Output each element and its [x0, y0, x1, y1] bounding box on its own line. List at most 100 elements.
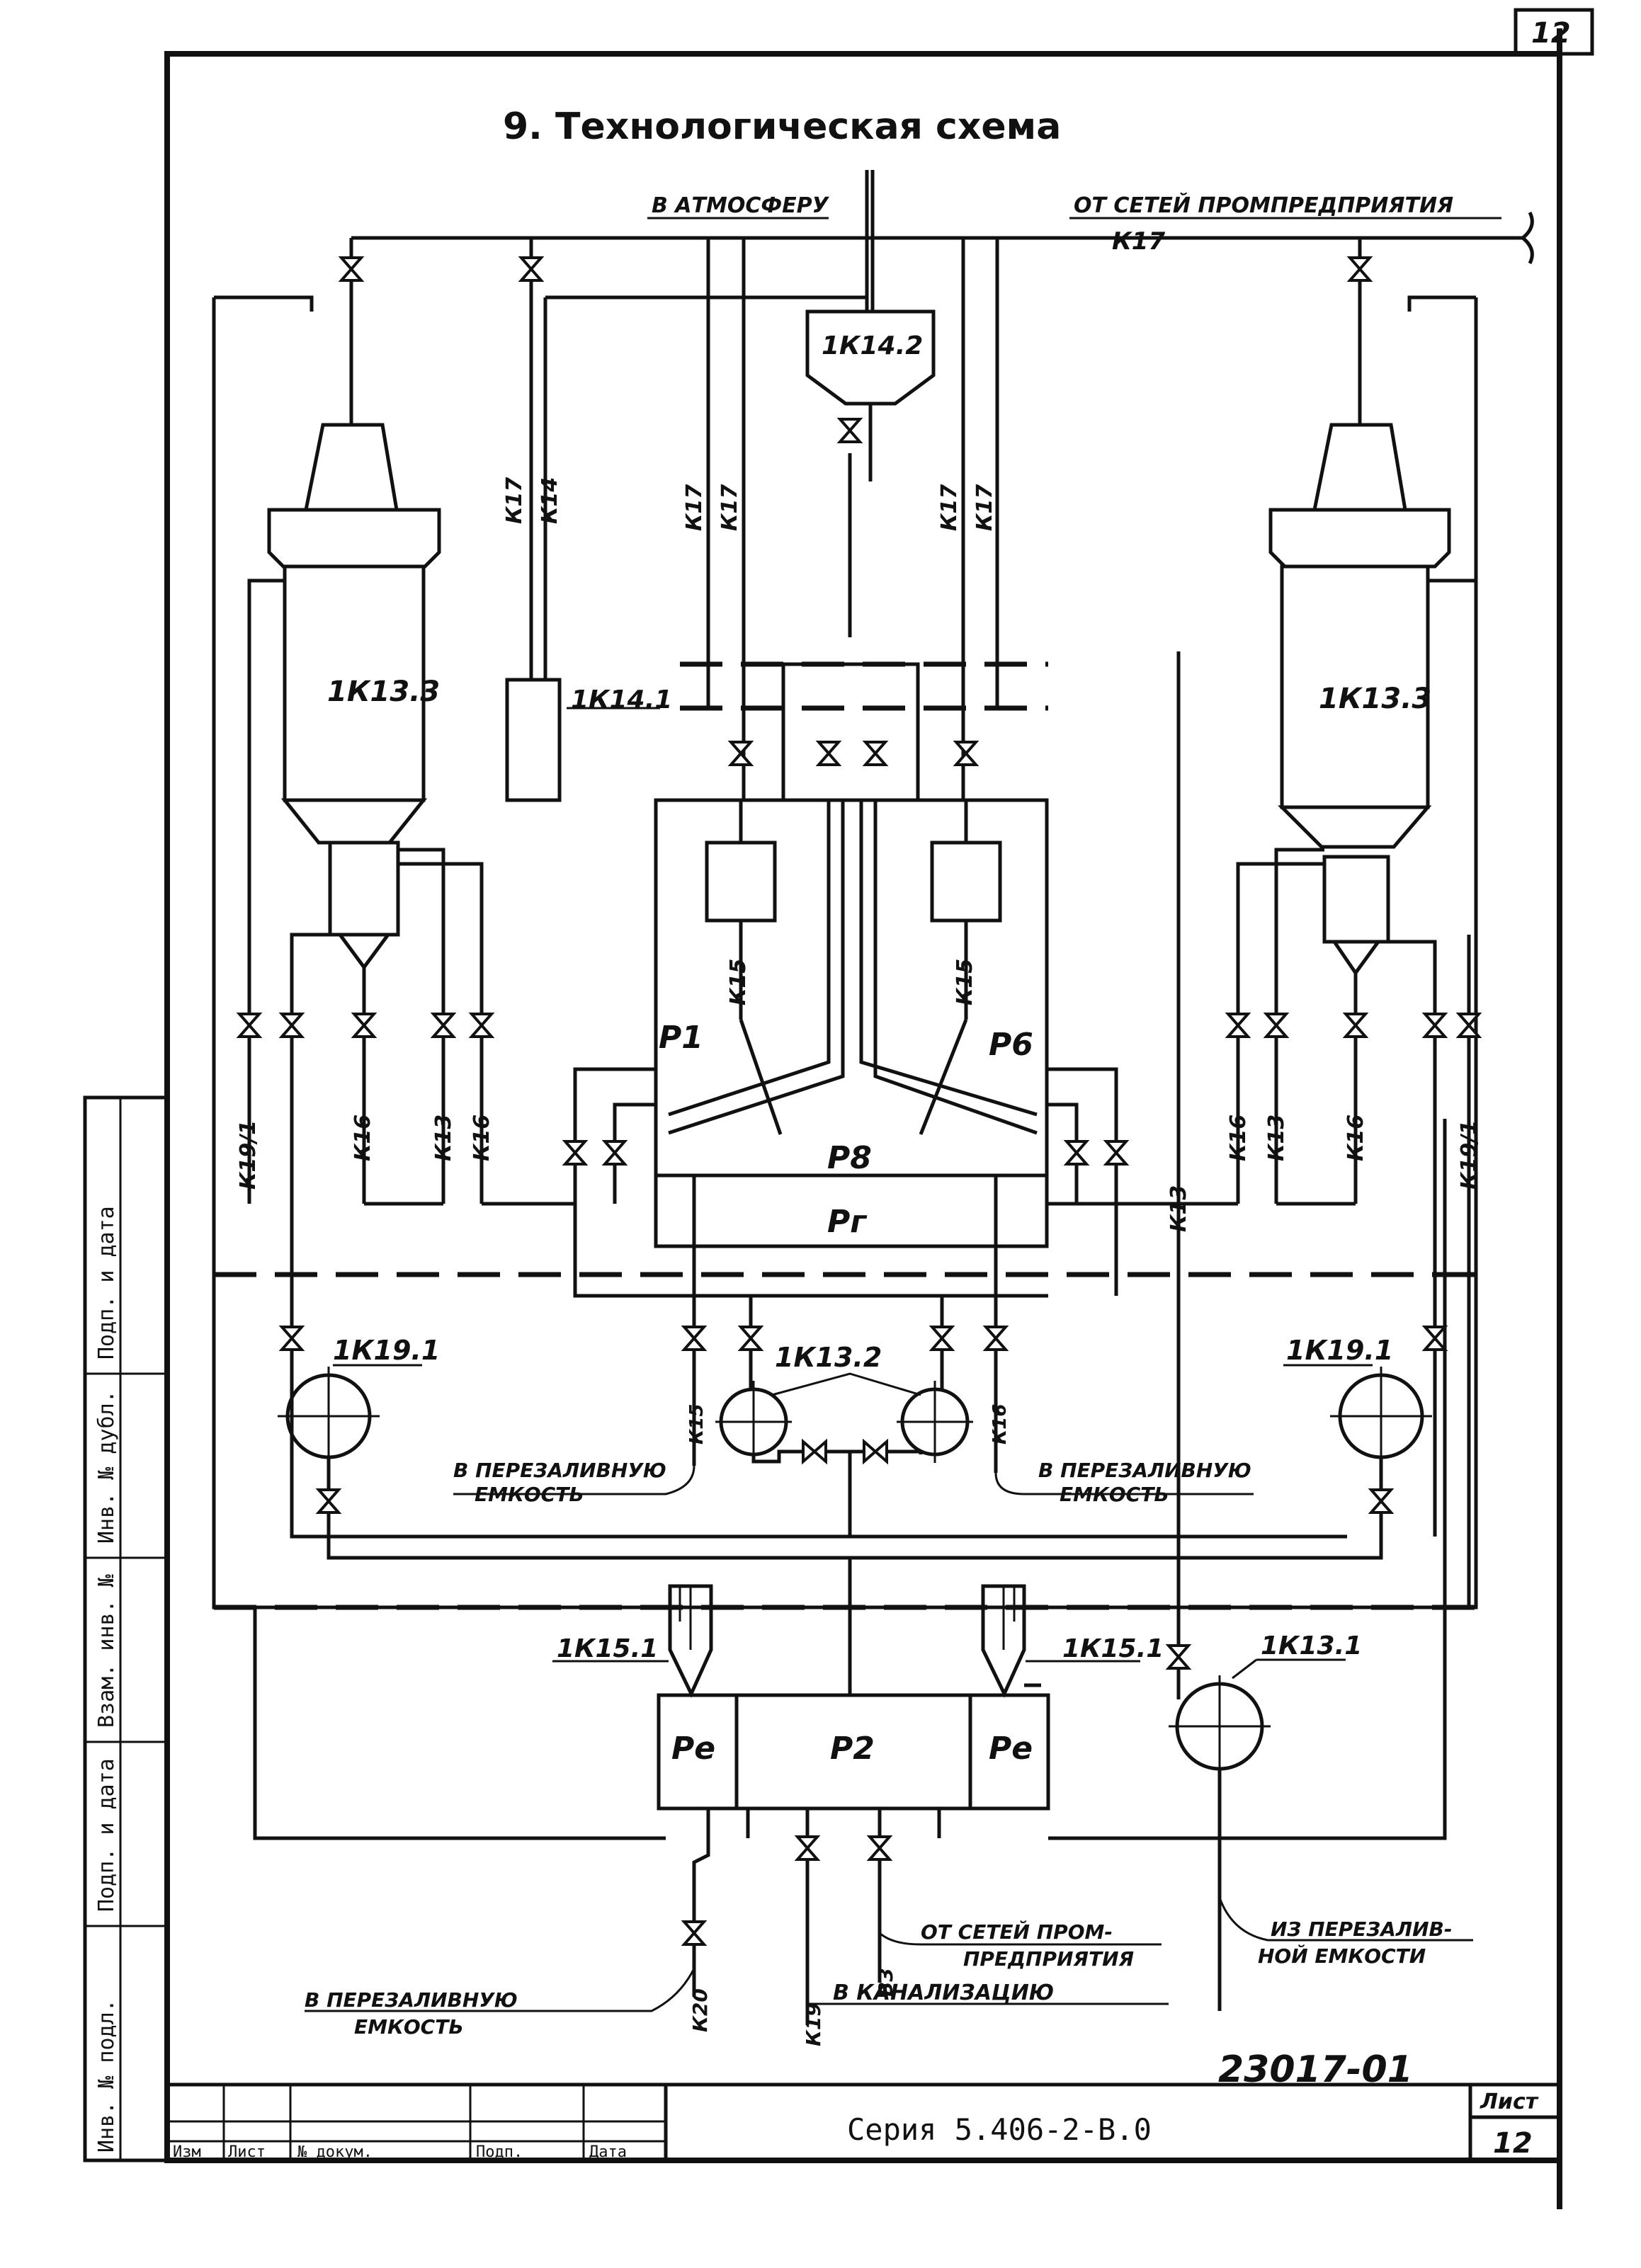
- valve-k17-tank: [520, 256, 543, 282]
- note-from-refill-2: НОЙ ЕМКОСТИ: [1258, 1944, 1426, 1968]
- note-from-refill-1: ИЗ ПЕРЕЗАЛИВ-: [1271, 1917, 1453, 1941]
- note-to-refill-bottom-1: В ПЕРЕЗАЛИВНУЮ: [305, 1988, 518, 2012]
- valve-center-h1: [802, 1440, 827, 1463]
- pipe-k17-k14-to-tank: [505, 238, 867, 802]
- valve-filter-right-top: [1348, 256, 1371, 282]
- note-from-networks-2: ПРЕДПРИЯТИЯ: [963, 1947, 1134, 1971]
- pipe-right-filter-branches: [1116, 579, 1476, 1607]
- label-hopper-right: 1К15.1: [1062, 1634, 1164, 1663]
- label-pump-left: 1К19.1: [333, 1335, 440, 1366]
- valve-side-r2: [1105, 1140, 1128, 1166]
- valve-center-4: [984, 1326, 1007, 1351]
- stamp-series: Серия 5.406-2-В.0: [847, 2112, 1152, 2147]
- valve-outlet-k20: [683, 1920, 705, 1946]
- valve-pump-right-out: [1370, 1488, 1392, 1514]
- label-k17-header: К17: [1112, 227, 1165, 256]
- valve-reactor-1: [729, 741, 752, 766]
- label-k19-left: К19/1: [236, 1120, 261, 1190]
- label-k15-center: К15: [686, 1404, 708, 1444]
- valve-reactor-2: [817, 741, 840, 766]
- zone-p2: Р2: [830, 1731, 875, 1767]
- label-k13-right: К13: [1264, 1115, 1289, 1161]
- valve-left-2: [280, 1013, 303, 1038]
- valve-outlet-b3: [868, 1835, 891, 1861]
- label-b3: В3: [874, 1968, 897, 1997]
- stamp-col-sheet: Лист: [228, 2143, 266, 2161]
- zone-pe-right: Ре: [989, 1731, 1033, 1767]
- label-pump-right: 1К19.1: [1286, 1335, 1393, 1366]
- label-filter-right: 1К13.3: [1319, 683, 1431, 715]
- valve-center-2: [739, 1326, 762, 1351]
- cyclone-1k14-2: 1К14.2: [805, 309, 936, 637]
- valve-outlet-k19: [796, 1835, 819, 1861]
- valve-left-5: [470, 1013, 493, 1038]
- hopper-left: 1К15.1: [552, 1584, 713, 1698]
- valve-right-2: [1265, 1013, 1288, 1038]
- pumps-center: 1К13.2: [453, 1175, 1254, 1537]
- side-inv-orig: Инв. № подл.: [94, 1999, 119, 2153]
- valve-right-4: [1424, 1013, 1446, 1038]
- hopper-right: 1К15.1: [981, 1584, 1164, 1698]
- note-to-refill-right-1: В ПЕРЕЗАЛИВНУЮ: [1038, 1459, 1251, 1482]
- label-k15-reactor-left: К15: [726, 959, 751, 1005]
- valve-filter-left-top: [340, 256, 363, 282]
- zone-pe-left: Ре: [671, 1731, 715, 1767]
- stamp-sheet-label: Лист: [1480, 2090, 1539, 2114]
- label-cyclone: 1К14.2: [822, 331, 923, 360]
- pump-right: 1К19.1: [850, 1275, 1437, 1560]
- stamp-sheet-value: 12: [1493, 2127, 1533, 2160]
- page-title: 9. Технологическая схема: [503, 106, 1061, 148]
- side-replace-inv: Взам. инв. №: [94, 1574, 119, 1728]
- label-k16-left-b: К16: [470, 1115, 494, 1161]
- valve-left-1: [238, 1013, 261, 1038]
- pipe-k17-header: [351, 211, 1534, 265]
- valve-left-3: [353, 1013, 375, 1038]
- stamp-col-sign: Подп.: [476, 2143, 523, 2161]
- valve-right-3: [1344, 1013, 1367, 1038]
- label-k19-right: К19/1: [1457, 1120, 1482, 1190]
- valve-reactor-3: [864, 741, 887, 766]
- label-k20: К20: [688, 1988, 712, 2032]
- filter-left: 1К13.3: [267, 238, 441, 971]
- label-k17-a: К17: [682, 484, 707, 531]
- label-k16-center: К16: [989, 1404, 1011, 1444]
- reactor-side-pipes: [573, 1067, 1118, 1298]
- valve-pump-left-in: [280, 1326, 303, 1351]
- label-k15-reactor-right: К15: [953, 959, 977, 1005]
- label-k16-right: К16: [1226, 1115, 1251, 1161]
- pipe-left-filter-branches: [247, 579, 1347, 1539]
- label-k17-b: К17: [717, 484, 742, 531]
- label-hopper-left: 1К15.1: [557, 1634, 658, 1663]
- label-k16-right-b: К16: [1344, 1115, 1368, 1161]
- bottom-tank: Ре Р2 Ре: [657, 1558, 1050, 1811]
- pump-bottom: 1К13.1: [1169, 1558, 1362, 2011]
- valve-pump-left-out: [317, 1488, 340, 1514]
- corner-sheet-number: 12: [1531, 17, 1571, 50]
- valve-side-r1: [1065, 1140, 1088, 1166]
- note-to-refill-left-1: В ПЕРЕЗАЛИВНУЮ: [453, 1459, 666, 1482]
- label-tank-small: 1К14.1: [571, 685, 672, 714]
- side-sign-date-1: Подп. и дата: [94, 1758, 119, 1912]
- valve-center-1: [683, 1326, 705, 1351]
- pump-left: 1К19.1: [278, 1275, 850, 1560]
- side-inv-dup: Инв. № дубл.: [94, 1390, 119, 1544]
- label-filter-left: 1К13.3: [327, 676, 440, 708]
- note-to-refill-right-2: ЕМКОСТЬ: [1060, 1483, 1169, 1506]
- reactor: Р1 Р6 Р8 Рг: [654, 798, 1049, 1248]
- label-from-enterprise-networks: ОТ СЕТЕЙ ПРОМПРЕДПРИЯТИЯ: [1074, 193, 1453, 218]
- note-to-refill-bottom-2: ЕМКОСТЬ: [354, 2015, 464, 2039]
- label-k16-left-a: К16: [351, 1115, 375, 1161]
- note-from-networks-1: ОТ СЕТЕЙ ПРОМ-: [921, 1920, 1113, 1944]
- note-to-refill-left-2: ЕМКОСТЬ: [475, 1483, 584, 1506]
- zone-p6: Р6: [989, 1027, 1033, 1063]
- note-to-sewer: В КАНАЛИЗАЦИЮ: [833, 1981, 1054, 2005]
- title-block: [167, 2082, 1560, 2160]
- label-k17-c: К17: [937, 484, 962, 531]
- label-k14-tank: К14: [538, 477, 562, 524]
- dashed-collector-top: [680, 661, 1048, 800]
- valve-right-1: [1227, 1013, 1249, 1038]
- label-pumps-center: 1К13.2: [775, 1342, 882, 1373]
- stamp-col-change: Изм: [173, 2143, 201, 2161]
- valve-pump-right-in: [1424, 1326, 1446, 1351]
